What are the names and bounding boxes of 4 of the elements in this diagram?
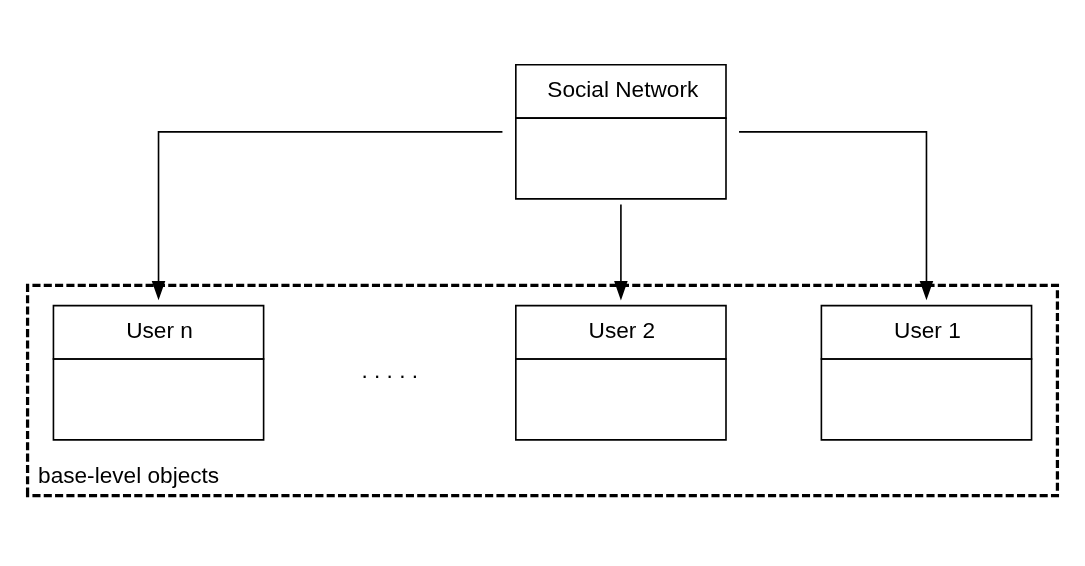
arrow [738, 131, 934, 301]
arrow [151, 131, 504, 301]
label: . . . . . [361, 357, 419, 383]
arrow [614, 203, 628, 301]
